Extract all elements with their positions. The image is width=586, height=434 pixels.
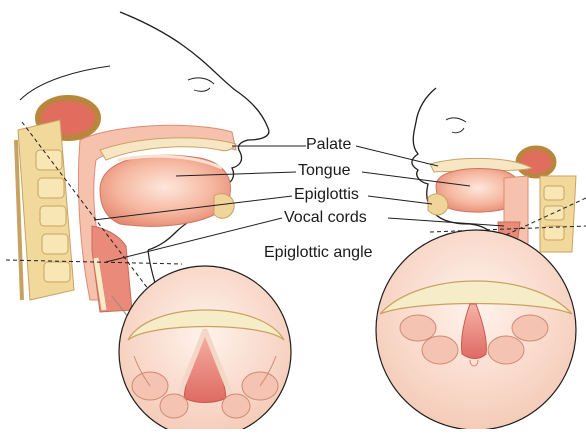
adult-cervical-spine [16, 120, 74, 300]
label-epiglottic-angle: Epiglottic angle [264, 244, 373, 262]
epiglottis-leader-right [368, 196, 432, 204]
child-laryngoscopic-view [376, 230, 576, 429]
palate-leader-right [356, 146, 438, 166]
child-epiglottis [428, 194, 448, 215]
label-epiglottis: Epiglottis [294, 186, 359, 204]
adult-laryngoscopic-view [119, 266, 291, 429]
label-vocal-cords: Vocal cords [284, 209, 367, 227]
vocal-cords-leader-right [388, 218, 504, 226]
child-sinus [518, 148, 554, 176]
adult-head [16, 12, 269, 312]
label-tongue: Tongue [298, 162, 351, 180]
label-palate: Palate [306, 136, 351, 154]
child-cervical-spine [540, 176, 576, 252]
adult-epiglottis [214, 194, 234, 219]
adult-tongue [100, 155, 230, 226]
